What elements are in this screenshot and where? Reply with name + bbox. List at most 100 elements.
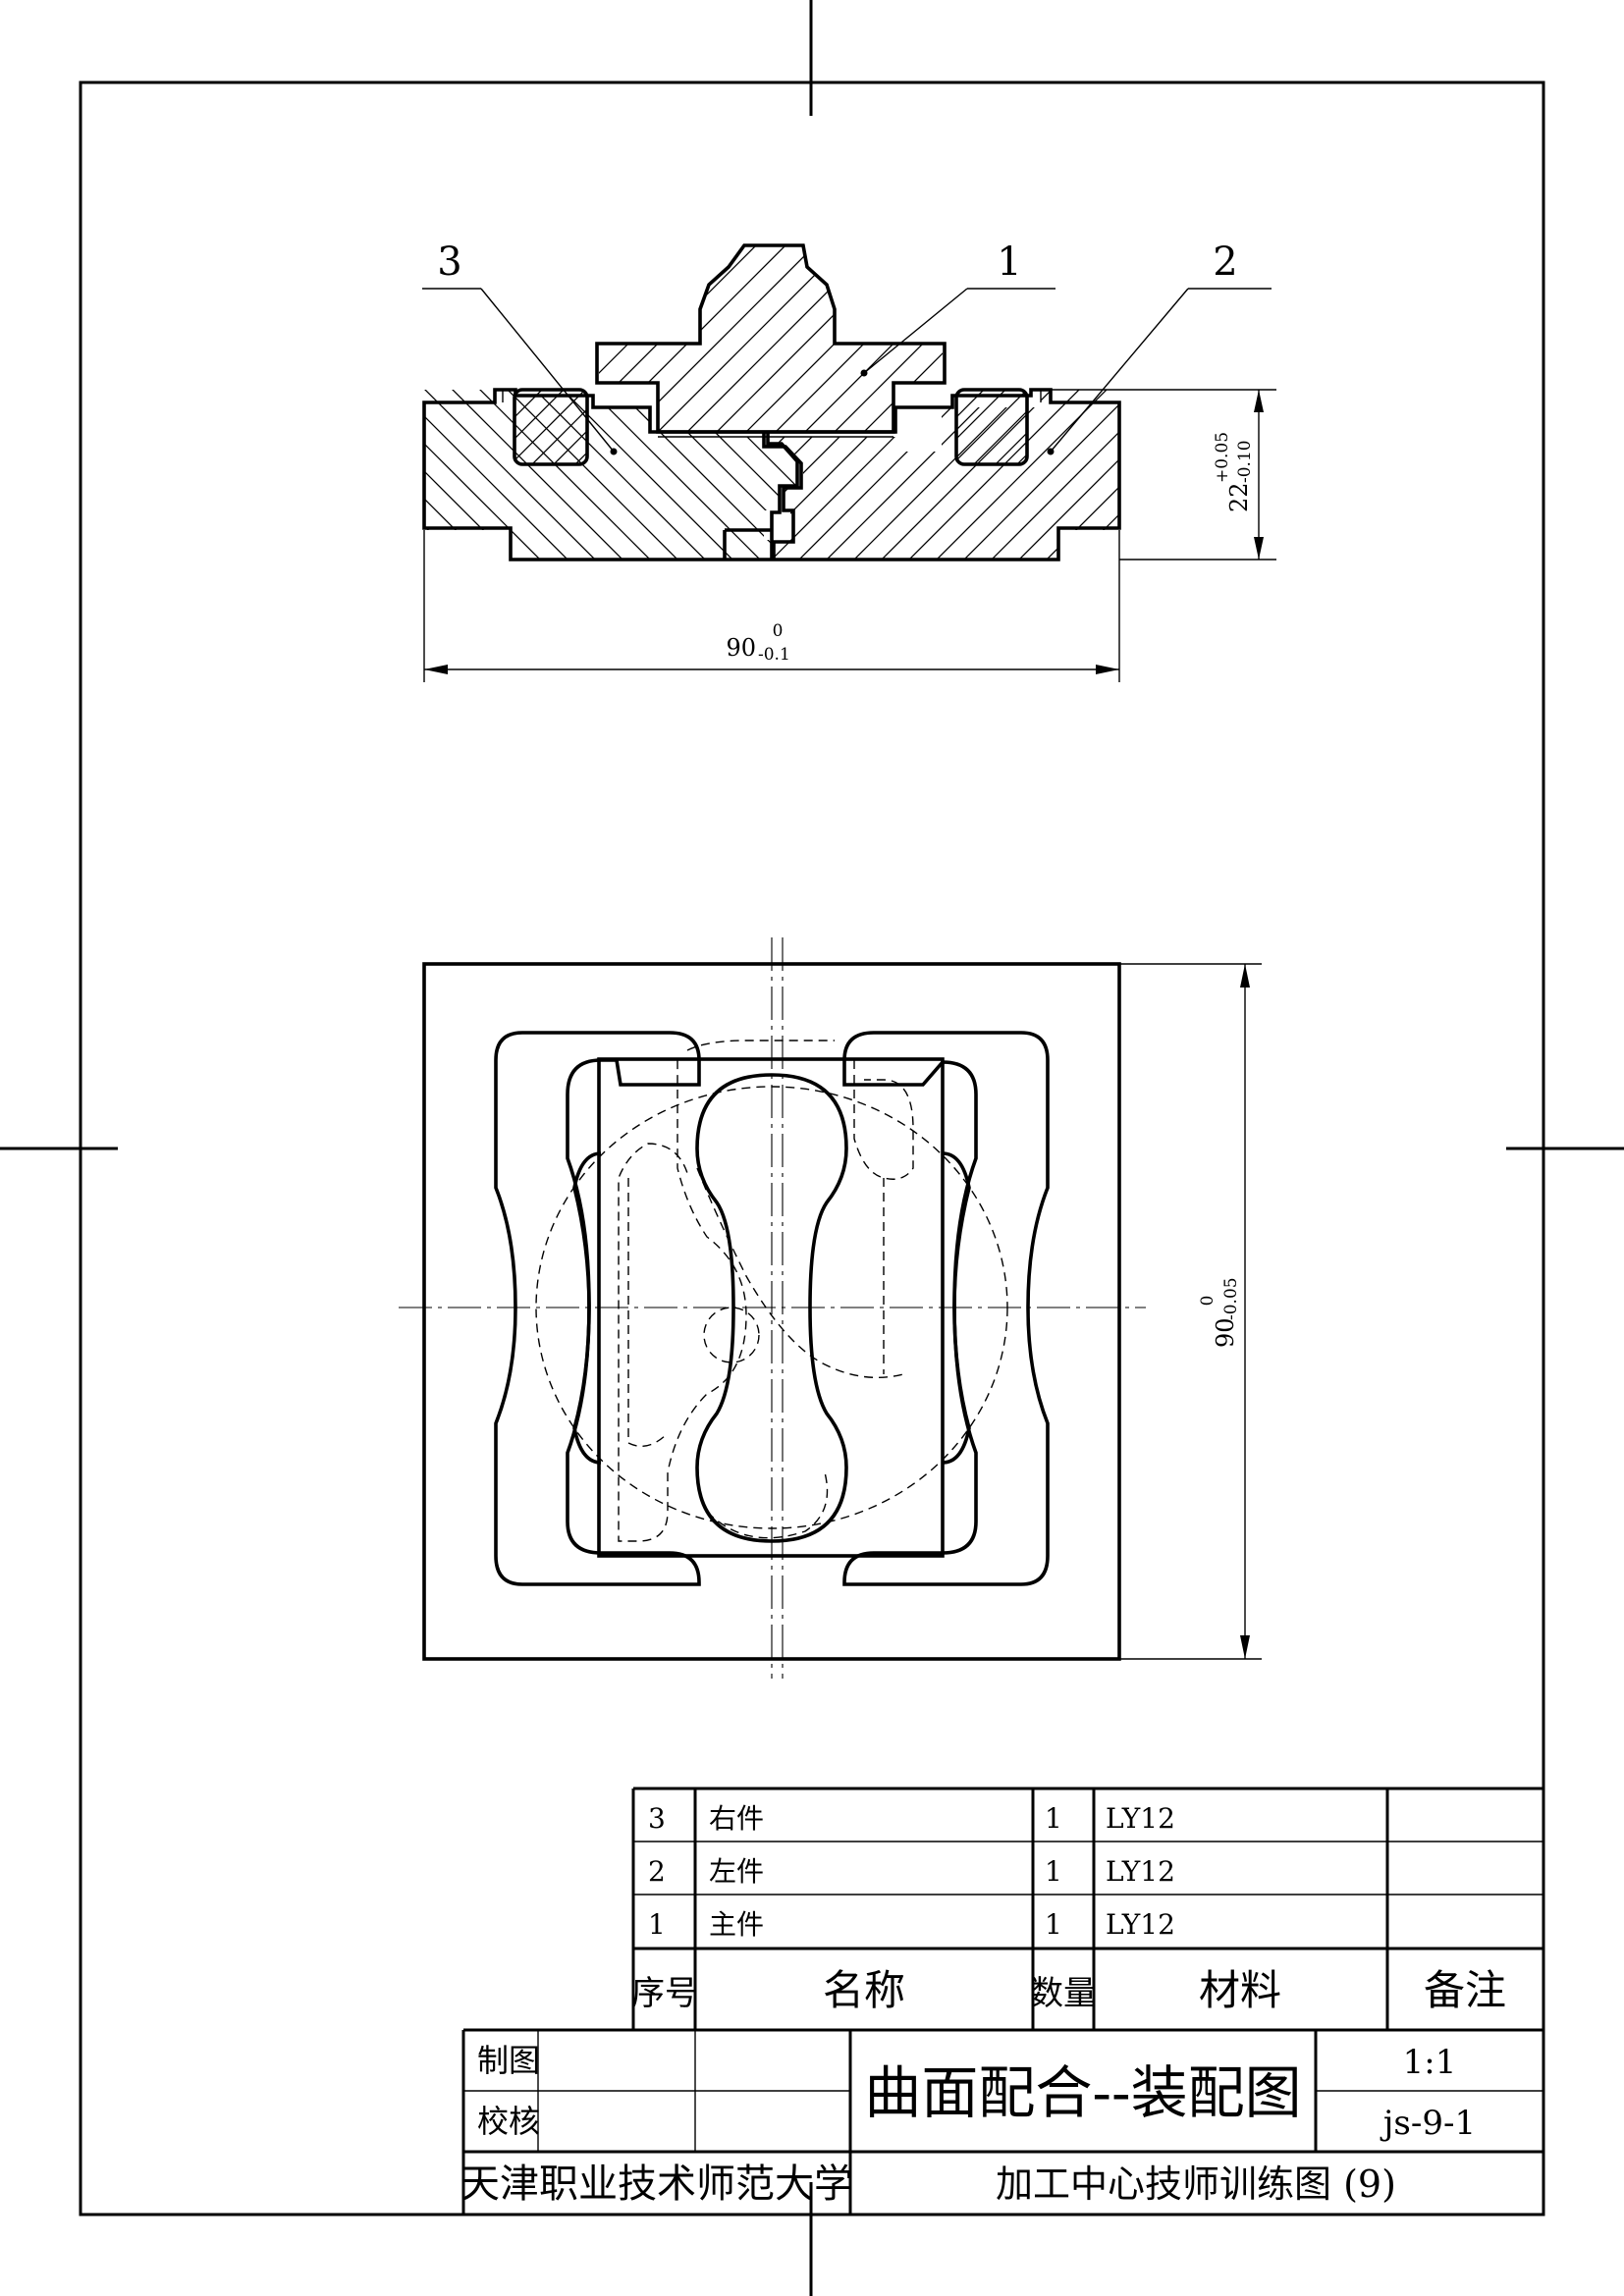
hatch-line (871, 390, 1059, 560)
parts-row-2-no: 2 (648, 1855, 666, 1888)
institution-name: 天津职业技术师范大学 (460, 2162, 853, 2207)
hatch-line (1036, 390, 1119, 560)
hatch-line (794, 245, 943, 432)
height-dim-base: 22 (1225, 482, 1253, 512)
left-inner-curve (572, 1151, 602, 1465)
hatch-line (599, 245, 767, 432)
hatch-line (383, 236, 589, 442)
hatch-line (768, 390, 839, 560)
header-material: 材料 (1199, 1966, 1281, 2014)
hatch-line (941, 383, 1127, 569)
hatch-line (1257, 383, 1443, 569)
hatch-line (1097, 383, 1185, 471)
hatch-line (424, 390, 523, 560)
hatch-line (226, 383, 412, 569)
hatch-line (514, 390, 587, 464)
hatch-line (1149, 236, 1355, 442)
left-u-piece (494, 1031, 701, 1586)
drawn-by-label: 制图 (477, 2042, 540, 2079)
drawing-number: js-9-1 (1380, 2104, 1476, 2143)
top-view-height-dimension (1119, 963, 1262, 1660)
hatch-line (582, 390, 771, 560)
hatch-left-part (226, 383, 1155, 569)
parts-row-3-material: LY12 (1106, 1802, 1175, 1835)
drawing-subtitle: 加工中心技师训练图 (9) (996, 2163, 1396, 2206)
hatch-line (775, 390, 795, 560)
hatch-line (765, 245, 943, 432)
hatch-line (720, 390, 795, 560)
parts-row-2-qty: 1 (1045, 1855, 1062, 1888)
right-inner-curve (942, 1151, 971, 1465)
hatch-line (1118, 383, 1207, 471)
hatch-line (424, 390, 468, 560)
hatch-line (1009, 390, 1027, 464)
hatch-line (665, 390, 795, 560)
hatch-ring-right (956, 383, 1207, 471)
height-dim-upper: +0.05 (1213, 432, 1232, 483)
hatch-line (1001, 236, 1208, 442)
parts-row-1-material: LY12 (1106, 1908, 1175, 1941)
hatch-line (424, 390, 606, 560)
hatch-line (633, 383, 722, 471)
hatch-line (1031, 236, 1237, 442)
hatch-ring-left (514, 383, 743, 471)
center-plate (597, 1057, 945, 1558)
hatch-line (816, 390, 1004, 560)
hidden-lines (535, 1040, 1008, 1542)
hatch-line (981, 390, 1119, 560)
hatch-line (966, 390, 1027, 464)
hatch-line (612, 383, 700, 471)
hatch-line (956, 390, 1027, 464)
width-dimension (423, 530, 1120, 682)
hatch-line (527, 390, 716, 560)
parts-row-2-material: LY12 (1106, 1855, 1175, 1888)
section-outline (422, 243, 1121, 561)
hatch-line (514, 390, 550, 464)
hatch-line (853, 245, 943, 432)
hatch-line (898, 390, 1087, 560)
parts-list (631, 1787, 1543, 2030)
top-dim-base: 90 (1212, 1317, 1239, 1348)
hatch-line (524, 390, 587, 464)
hatch-line (956, 390, 992, 464)
hatch-line (883, 245, 943, 432)
hatch-line (1312, 383, 1498, 569)
hatch-line (953, 390, 1119, 560)
hatch-line (546, 390, 587, 464)
drawing-scale: 1:1 (1403, 2043, 1457, 2082)
hatch-line (599, 245, 708, 432)
hatch-line (968, 383, 1155, 569)
hatch-line (1174, 383, 1361, 569)
parts-row-1-no: 1 (648, 1908, 666, 1941)
hatch-line (1284, 383, 1471, 569)
center-dogbone (695, 1073, 848, 1543)
top-view: 90 0 -0.05 (399, 937, 1262, 1679)
hatch-line (599, 245, 678, 432)
hatch-line (599, 245, 796, 432)
callout-2: 2 (1213, 240, 1237, 285)
hatch-line (831, 383, 1017, 569)
width-dim-base: 90 (726, 634, 756, 662)
parts-row-3-name: 右件 (709, 1802, 764, 1835)
height-dim-lower: -0.10 (1235, 440, 1255, 483)
hatch-line (647, 245, 855, 432)
top-dim-lower: -0.05 (1221, 1277, 1241, 1320)
hatch-line (735, 245, 943, 432)
callout-1: 1 (997, 240, 1021, 285)
hatch-line (472, 390, 661, 560)
height-dimension (1051, 389, 1276, 561)
callout-leaders (422, 288, 1272, 453)
hatch-line (599, 245, 649, 432)
hatch-line (610, 390, 795, 560)
hatch-line (886, 383, 1072, 569)
hatch-line (843, 390, 1032, 560)
checked-by-label: 校核 (477, 2103, 540, 2140)
hatch-line (655, 383, 743, 471)
parts-row-1-qty: 1 (1045, 1908, 1062, 1941)
parts-row-2-name: 左件 (709, 1855, 764, 1888)
hatch-line (445, 390, 633, 560)
hatch-line (599, 245, 737, 432)
hatch-line (424, 390, 578, 560)
